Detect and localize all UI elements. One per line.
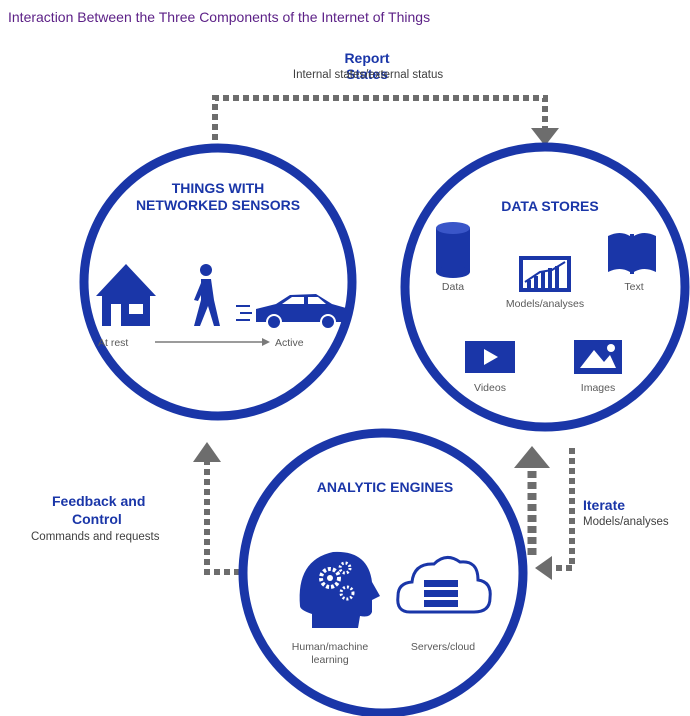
data-stores-heading: DATA STORES: [501, 198, 599, 214]
feedback-connector: [193, 442, 240, 575]
store-images-label: Images: [580, 382, 616, 394]
things-heading-line2: NETWORKED SENSORS: [135, 197, 301, 213]
iterate-sublabel: Models/analyses: [583, 516, 669, 528]
database-icon: [436, 222, 470, 278]
iterate-up-connector: [514, 446, 550, 555]
things-circle: [79, 143, 357, 421]
store-text-label: Text: [624, 281, 644, 293]
image-icon: [574, 340, 622, 374]
iterate-label: Iterate: [583, 497, 626, 513]
iterate-loop-connector: [535, 448, 575, 580]
feedback-label-line2: Control: [72, 511, 122, 527]
book-icon: [608, 233, 656, 274]
report-states-sublabel: Internal states/external status: [292, 69, 444, 81]
head-gears-icon: [299, 551, 380, 628]
feedback-sublabel: Commands and requests: [31, 531, 160, 543]
learning-label-line2: learning: [311, 654, 349, 666]
video-icon: [465, 341, 515, 373]
learning-label-line1: Human/machine: [291, 641, 369, 653]
diagram-title: Interaction Between the Three Components…: [8, 9, 431, 25]
chart-icon: [519, 256, 571, 292]
car-icon: [236, 294, 348, 330]
analytic-engines-heading: ANALYTIC ENGINES: [316, 479, 454, 495]
feedback-label-line1: Feedback and: [52, 493, 146, 509]
report-arrowhead: [531, 128, 559, 146]
iterate-loop-arrowhead: [535, 556, 552, 580]
state-active-label: Active: [275, 337, 304, 349]
state-at-rest-label: At rest: [98, 337, 129, 349]
report-states-label: Report States: [344, 50, 390, 82]
servers-cloud-label: Servers/cloud: [410, 641, 476, 653]
store-models-label: Models/analyses: [505, 298, 585, 310]
things-heading-line1: THINGS WITH: [171, 180, 265, 196]
iterate-up-arrowhead: [514, 446, 550, 468]
store-data-label: Data: [441, 281, 465, 293]
progression-arrow: [155, 338, 270, 346]
analytic-engines-circle: [238, 428, 528, 716]
feedback-arrowhead: [193, 442, 221, 462]
store-videos-label: Videos: [474, 382, 506, 394]
cloud-server-icon: [396, 556, 492, 614]
walking-person-icon: [194, 264, 220, 326]
house-icon: [96, 264, 156, 326]
